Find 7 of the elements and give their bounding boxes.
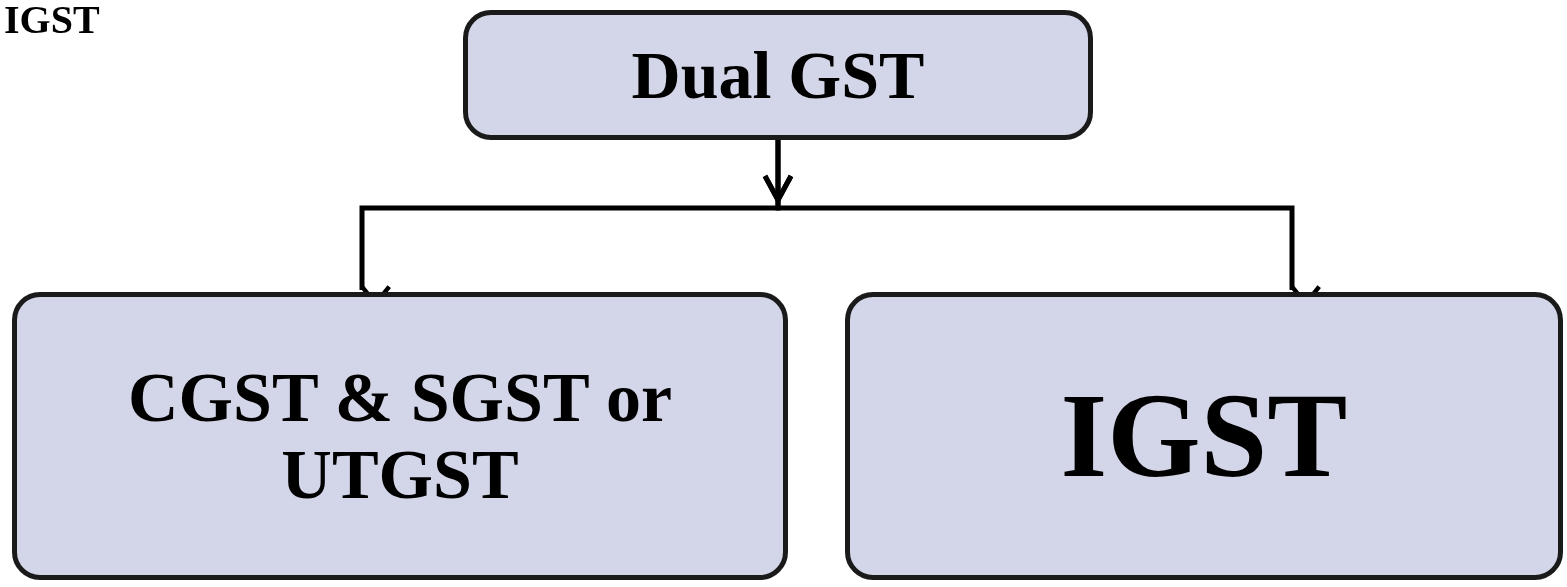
heading-text: IGST (4, 0, 100, 40)
process-box (12, 292, 788, 580)
box-label: IGST (1060, 370, 1348, 502)
process-box (463, 10, 1093, 140)
box-label: Dual GST (631, 37, 925, 113)
box-label: CGST & SGST or UTGST (127, 359, 673, 513)
process-box (845, 292, 1563, 580)
